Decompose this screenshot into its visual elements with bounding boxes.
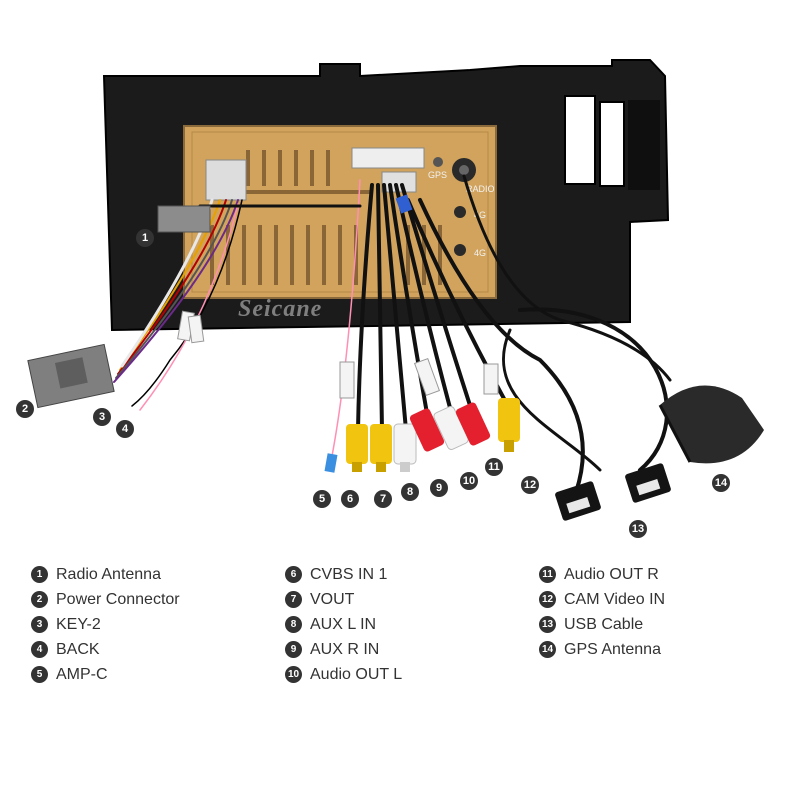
legend-item: 1 Radio Antenna (31, 562, 180, 587)
legend-item: 3 KEY-2 (31, 612, 180, 637)
legend-number: 7 (285, 591, 302, 608)
legend-column-2: 6 CVBS IN 1 7 VOUT 8 AUX L IN 9 AUX R IN 10 A… (285, 562, 402, 687)
legend-number: 1 (31, 566, 48, 583)
legend-label: VOUT (310, 590, 355, 608)
legend-number: 10 (285, 666, 302, 683)
callout-3: 3 (93, 408, 111, 426)
legend-item: 10 Audio OUT L (285, 662, 402, 687)
callout-5: 5 (313, 490, 331, 508)
legend-item: 13 USB Cable (539, 612, 665, 637)
legend-number: 12 (539, 591, 556, 608)
legend-label: CAM Video IN (564, 590, 666, 608)
legend-number: 11 (539, 566, 556, 583)
vent-slots (210, 150, 442, 285)
usb-connectors (555, 463, 671, 521)
legend-label: GPS Antenna (564, 640, 661, 658)
legend-label: USB Cable (564, 615, 644, 633)
legend-number: 6 (285, 566, 302, 583)
head-unit-illustration: GPS RADIO 4G 4G (27, 59, 764, 521)
watermark: Seicane (238, 296, 323, 322)
legend-item: 2 Power Connector (31, 587, 180, 612)
legend-number: 13 (539, 616, 556, 633)
callout-13: 13 (629, 520, 647, 538)
legend-item: 8 AUX L IN (285, 612, 402, 637)
legend-label: Power Connector (56, 590, 180, 608)
callout-14: 14 (712, 474, 730, 492)
legend-item: 6 CVBS IN 1 (285, 562, 402, 587)
rca-plugs (346, 398, 520, 472)
legend-label: Audio OUT L (310, 665, 403, 683)
radio-port-label: RADIO (466, 184, 495, 194)
4g-port-label-2: 4G (474, 248, 486, 258)
callout-1: 1 (136, 229, 154, 247)
callout-6: 6 (341, 490, 359, 508)
gps-antenna-puck (658, 385, 764, 464)
callout-9: 9 (430, 479, 448, 497)
legend-label: CVBS IN 1 (310, 565, 388, 583)
wires (113, 174, 672, 494)
callout-8: 8 (401, 483, 419, 501)
legend-label: BACK (56, 640, 100, 658)
legend-column-1: 1 Radio Antenna 2 Power Connector 3 KEY-2 4… (31, 562, 180, 687)
legend-label: AUX R IN (310, 640, 380, 658)
gps-port-label: GPS (428, 170, 447, 180)
radio-antenna-plug (157, 205, 211, 233)
legend-number: 2 (31, 591, 48, 608)
callout-10: 10 (460, 472, 478, 490)
callout-12: 12 (521, 476, 539, 494)
4g-port-label: 4G (474, 210, 486, 220)
legend-item: 11 Audio OUT R (539, 562, 665, 587)
legend-number: 5 (31, 666, 48, 683)
callout-11: 11 (485, 458, 503, 476)
callout-2: 2 (16, 400, 34, 418)
legend-item: 7 VOUT (285, 587, 402, 612)
legend-item: 9 AUX R IN (285, 637, 402, 662)
product-photo: GPS RADIO 4G 4G (27, 59, 764, 521)
legend-number: 4 (31, 641, 48, 658)
legend-number: 14 (539, 641, 556, 658)
legend-item: 12 CAM Video IN (539, 587, 665, 612)
legend-number: 9 (285, 641, 302, 658)
legend-item: 4 BACK (31, 637, 180, 662)
legend-label: KEY-2 (56, 615, 101, 633)
legend-label: Audio OUT R (564, 565, 659, 583)
legend-column-3: 11 Audio OUT R 12 CAM Video IN 13 USB Cable… (539, 562, 665, 662)
legend-label: Radio Antenna (56, 565, 161, 583)
legend-item: 5 AMP-C (31, 662, 180, 687)
legend-label: AMP-C (56, 665, 108, 683)
legend-label: AUX L IN (310, 615, 377, 633)
callout-7: 7 (374, 490, 392, 508)
legend-number: 8 (285, 616, 302, 633)
callout-4: 4 (116, 420, 134, 438)
legend-item: 14 GPS Antenna (539, 637, 665, 662)
legend-number: 3 (31, 616, 48, 633)
